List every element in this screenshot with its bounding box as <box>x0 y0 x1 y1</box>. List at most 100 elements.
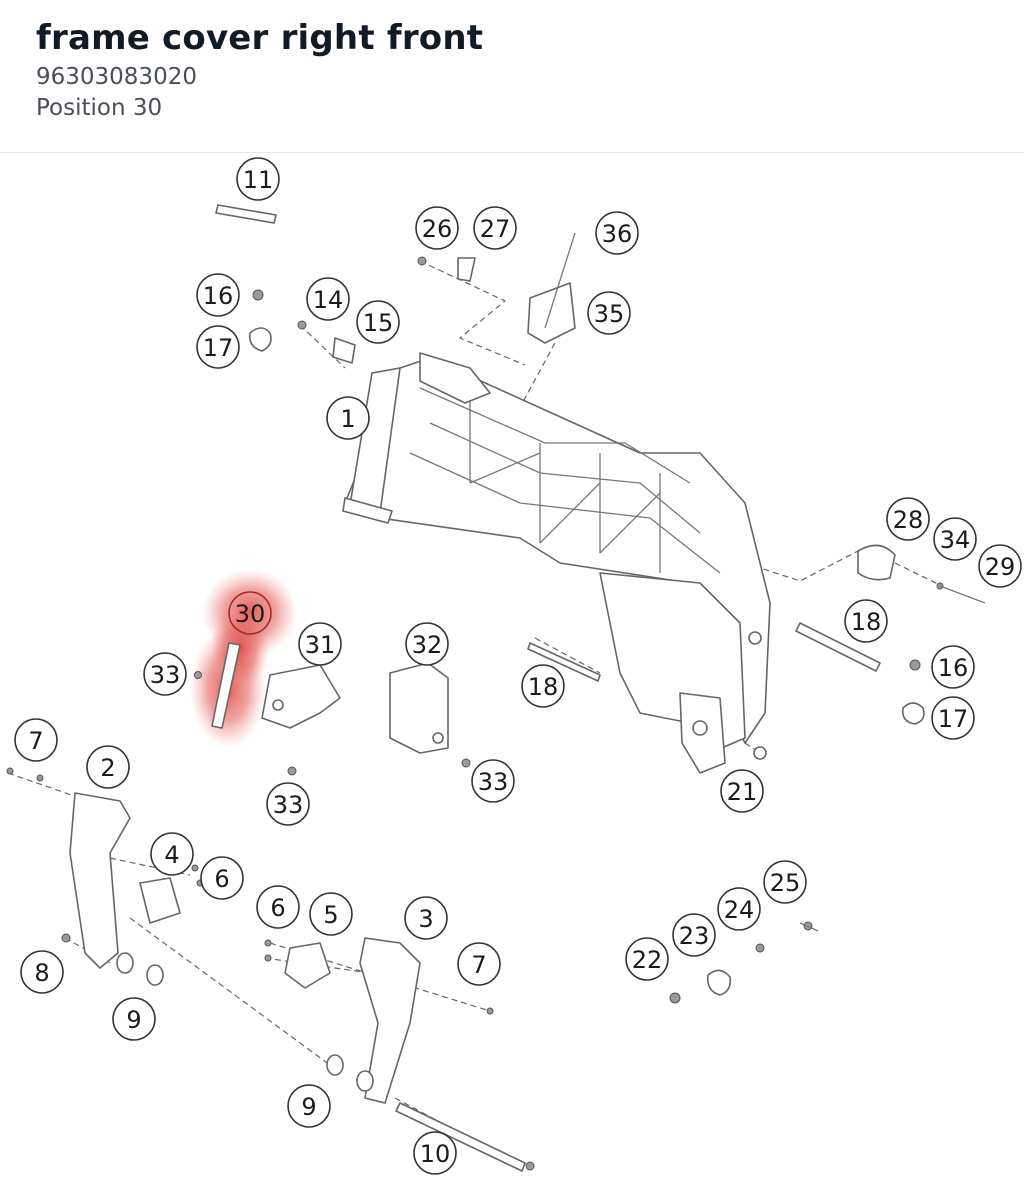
callout-label: 4 <box>164 841 179 869</box>
callout-circle <box>196 325 240 369</box>
callout-36-3[interactable]: 36 <box>595 211 639 255</box>
callout-label: 23 <box>679 922 710 950</box>
callout-27-2[interactable]: 27 <box>473 206 517 250</box>
callout-circle <box>86 745 130 789</box>
callout-circle <box>717 887 761 931</box>
callout-9-38[interactable]: 9 <box>287 1084 331 1128</box>
callout-label: 10 <box>420 1140 451 1168</box>
callout-circle <box>931 645 975 689</box>
callout-circle <box>405 622 449 666</box>
callout-5-30[interactable]: 5 <box>309 892 353 936</box>
part-number: 96303083020 <box>36 64 197 90</box>
callout-label: 3 <box>418 905 433 933</box>
callout-25-28[interactable]: 25 <box>763 860 807 904</box>
callout-16-17[interactable]: 16 <box>931 645 975 689</box>
callout-16-4[interactable]: 16 <box>196 273 240 317</box>
callout-label: 22 <box>632 946 663 974</box>
callout-34-11[interactable]: 34 <box>933 517 977 561</box>
callout-label: 24 <box>724 896 755 924</box>
callout-label: 30 <box>235 600 266 628</box>
callout-circle <box>933 517 977 561</box>
callout-22-34[interactable]: 22 <box>625 937 669 981</box>
callout-23-33[interactable]: 23 <box>672 913 716 957</box>
callout-circle <box>720 769 764 813</box>
callout-label: 5 <box>323 901 338 929</box>
small-parts-drawing <box>6 204 986 1172</box>
callout-28-10[interactable]: 28 <box>886 497 930 541</box>
callout-8-36[interactable]: 8 <box>20 950 64 994</box>
callout-30-13[interactable]: 30 <box>228 591 272 635</box>
callout-circle <box>457 942 501 986</box>
callout-17-8[interactable]: 17 <box>196 325 240 369</box>
callout-6-29[interactable]: 6 <box>256 885 300 929</box>
callout-33-24[interactable]: 33 <box>471 759 515 803</box>
callout-18-19[interactable]: 18 <box>521 664 565 708</box>
callout-circle <box>886 497 930 541</box>
part-position: Position 30 <box>36 95 163 121</box>
callout-circle <box>471 759 515 803</box>
callout-circle <box>287 1084 331 1128</box>
part-header: frame cover right front 96303083020 Posi… <box>0 0 1024 153</box>
callout-26-1[interactable]: 26 <box>415 206 459 250</box>
callout-label: 17 <box>938 705 969 733</box>
callout-17-20[interactable]: 17 <box>931 696 975 740</box>
callout-circle <box>112 997 156 1041</box>
callout-10-39[interactable]: 10 <box>413 1131 457 1175</box>
callout-circle <box>309 892 353 936</box>
callout-7-21[interactable]: 7 <box>14 718 58 762</box>
callout-18-16[interactable]: 18 <box>844 599 888 643</box>
callout-circle <box>20 950 64 994</box>
callout-circle <box>978 544 1022 588</box>
callout-label: 33 <box>273 791 304 819</box>
callout-circle <box>844 599 888 643</box>
callout-7-35[interactable]: 7 <box>457 942 501 986</box>
callout-35-7[interactable]: 35 <box>587 291 631 335</box>
callout-label: 6 <box>214 865 229 893</box>
callout-3-31[interactable]: 3 <box>404 896 448 940</box>
callout-33-23[interactable]: 33 <box>266 782 310 826</box>
main-frame-drawing <box>342 352 771 774</box>
callout-29-12[interactable]: 29 <box>978 544 1022 588</box>
callout-6-27[interactable]: 6 <box>200 856 244 900</box>
callout-21-25[interactable]: 21 <box>720 769 764 813</box>
callout-circle <box>326 396 370 440</box>
callout-circle <box>473 206 517 250</box>
callout-15-6[interactable]: 15 <box>356 300 400 344</box>
callout-label: 18 <box>528 673 559 701</box>
callout-1-9[interactable]: 1 <box>326 396 370 440</box>
callout-label: 17 <box>203 334 234 362</box>
callout-circle <box>404 896 448 940</box>
callout-circle <box>143 652 187 696</box>
callout-circle <box>356 300 400 344</box>
callout-label: 9 <box>126 1006 141 1034</box>
callout-33-18[interactable]: 33 <box>143 652 187 696</box>
callout-label: 21 <box>727 778 758 806</box>
callout-circle <box>306 277 350 321</box>
callout-31-14[interactable]: 31 <box>298 622 342 666</box>
callout-label: 8 <box>34 959 49 987</box>
callout-14-5[interactable]: 14 <box>306 277 350 321</box>
callout-circle <box>150 832 194 876</box>
callout-label: 25 <box>770 869 801 897</box>
callout-label: 9 <box>301 1093 316 1121</box>
callout-32-15[interactable]: 32 <box>405 622 449 666</box>
callout-label: 36 <box>602 220 633 248</box>
callout-circle <box>595 211 639 255</box>
callout-label: 18 <box>851 608 882 636</box>
callout-label: 2 <box>100 754 115 782</box>
callout-circle <box>587 291 631 335</box>
callout-11-0[interactable]: 11 <box>236 157 280 201</box>
callout-9-37[interactable]: 9 <box>112 997 156 1041</box>
callout-2-22[interactable]: 2 <box>86 745 130 789</box>
callout-label: 16 <box>203 282 234 310</box>
callout-4-26[interactable]: 4 <box>150 832 194 876</box>
callout-label: 7 <box>471 951 486 979</box>
callout-circle <box>266 782 310 826</box>
callout-circle <box>763 860 807 904</box>
part-title: frame cover right front <box>36 18 484 58</box>
callout-label: 29 <box>985 553 1016 581</box>
callout-circle <box>200 856 244 900</box>
callout-24-32[interactable]: 24 <box>717 887 761 931</box>
